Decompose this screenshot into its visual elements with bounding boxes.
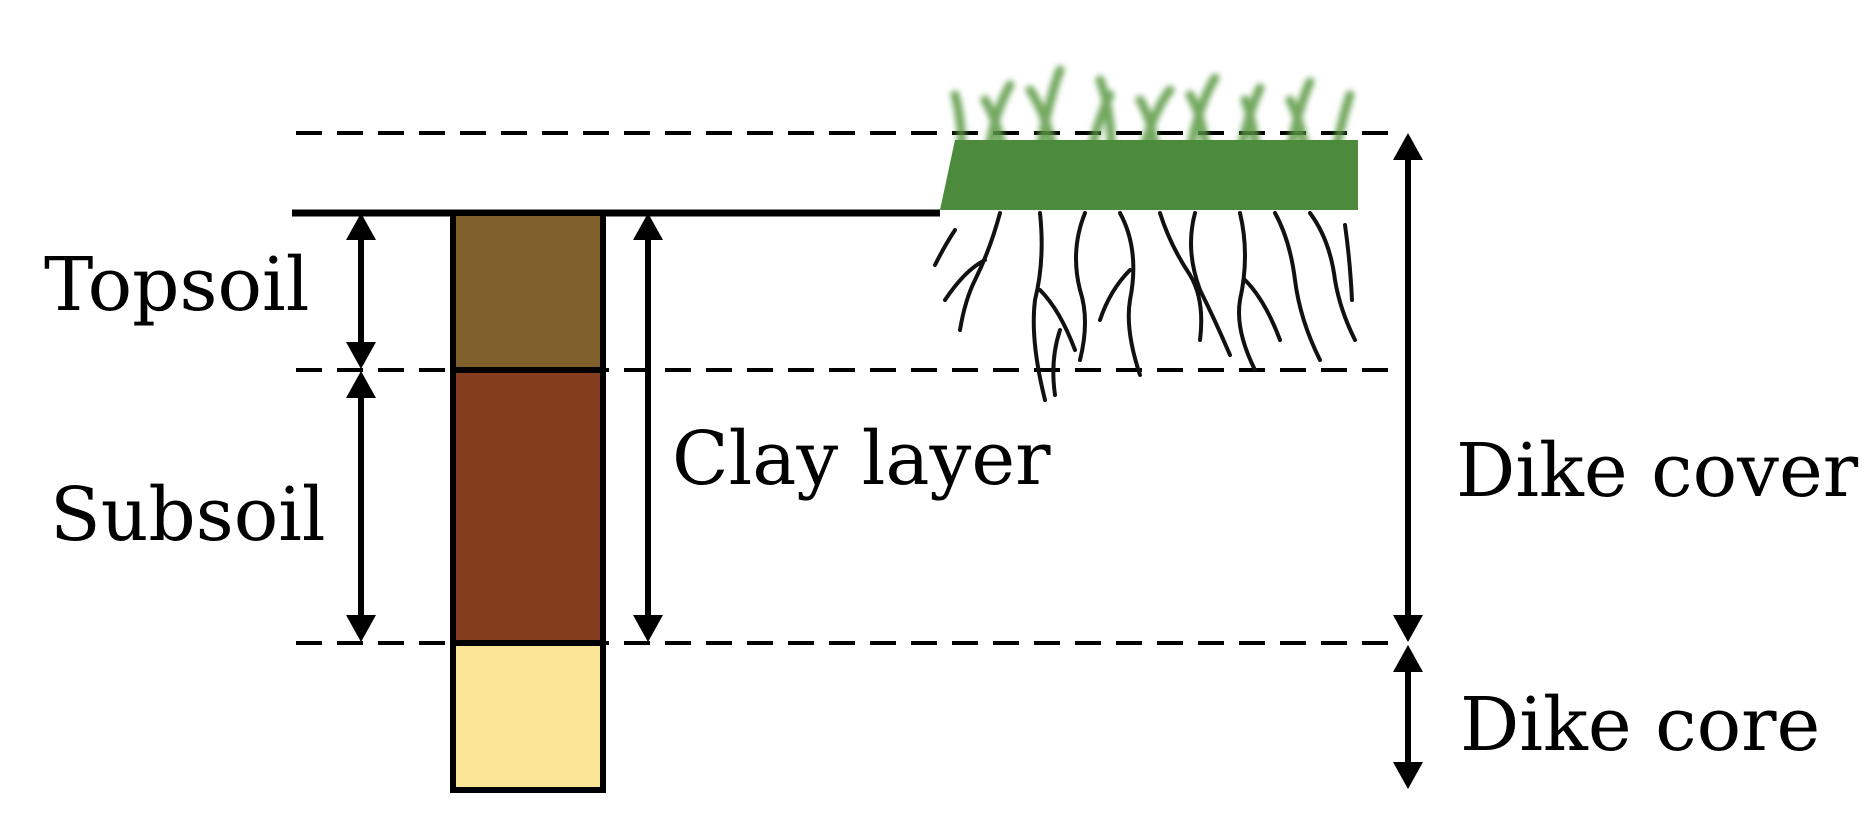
- soil-column: [450, 210, 606, 793]
- topsoil-block: [450, 210, 606, 373]
- dike-core-label: Dike core: [1460, 682, 1820, 768]
- dike-core-arrow: [1393, 645, 1423, 789]
- dike-cover-arrow: [1393, 133, 1423, 642]
- grass-icon: [940, 65, 1358, 210]
- dike-core-block: [450, 640, 606, 793]
- roots-icon: [933, 211, 1357, 402]
- dike-cover-label: Dike cover: [1456, 428, 1859, 514]
- clay-layer-label: Clay layer: [672, 416, 1051, 502]
- subsoil-label: Subsoil: [50, 472, 326, 558]
- topsoil-arrow: [346, 213, 376, 369]
- topsoil-label: Topsoil: [44, 242, 309, 328]
- subsoil-arrow: [346, 371, 376, 642]
- subsoil-block: [450, 367, 606, 646]
- clay-layer-arrow: [633, 213, 663, 642]
